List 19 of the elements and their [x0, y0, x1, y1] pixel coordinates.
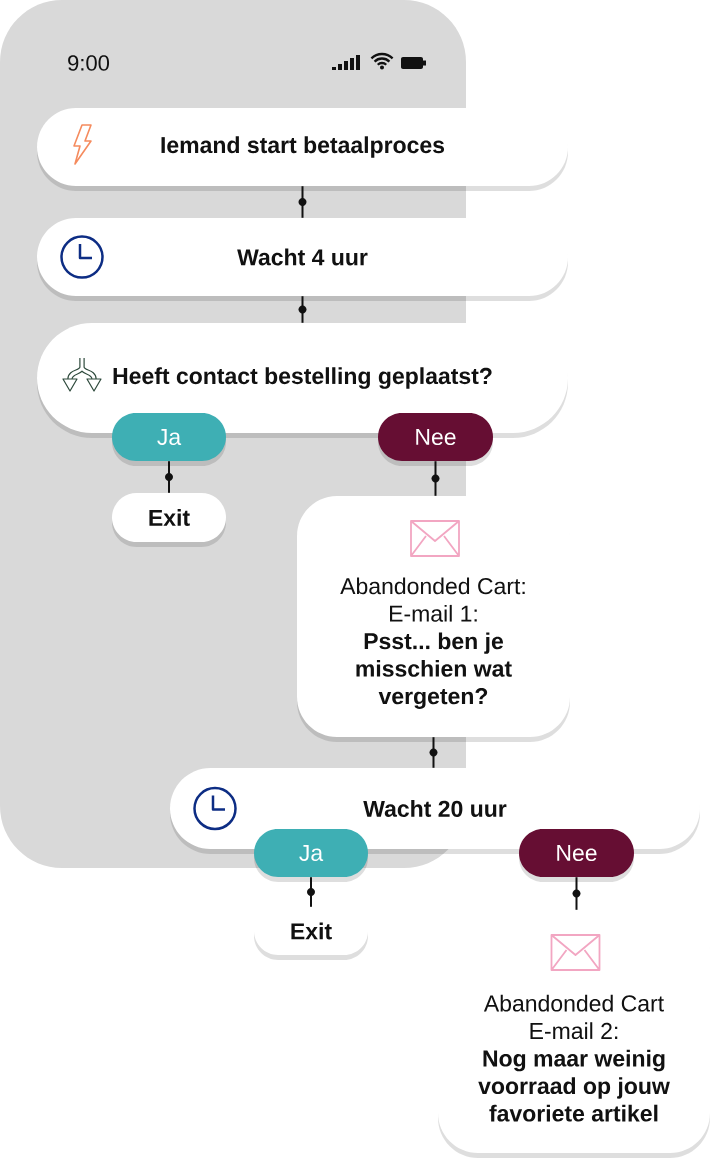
connector-line	[298, 185, 307, 219]
trigger-pill: Iemand start betaalproces	[37, 108, 568, 191]
email-card: Abandonded Cart: E-mail 1: Psst... ben je misschien wat vergeten?	[297, 496, 570, 742]
exit-pill: Exit	[254, 907, 368, 960]
wait-pill: Wacht 4 uur	[37, 218, 568, 301]
connector-line	[431, 460, 440, 497]
no-pill: Nee	[378, 413, 493, 466]
yes-pill: Ja	[112, 413, 226, 466]
connector-line	[572, 876, 581, 911]
node-label: Iemand start betaalproces	[161, 136, 445, 158]
status-time: 9:00	[68, 55, 110, 71]
exit-pill: Exit	[112, 493, 226, 547]
no-pill: Nee	[519, 829, 634, 882]
connector-line	[165, 460, 173, 494]
connector-line	[307, 876, 315, 908]
connector-line	[429, 736, 438, 769]
yes-pill: Ja	[254, 829, 368, 882]
connector-line	[298, 295, 307, 324]
email-card: Abandonded Cart E-mail 2: Nog maar weinig voorraad op jouw favoriete artikel	[438, 910, 710, 1158]
